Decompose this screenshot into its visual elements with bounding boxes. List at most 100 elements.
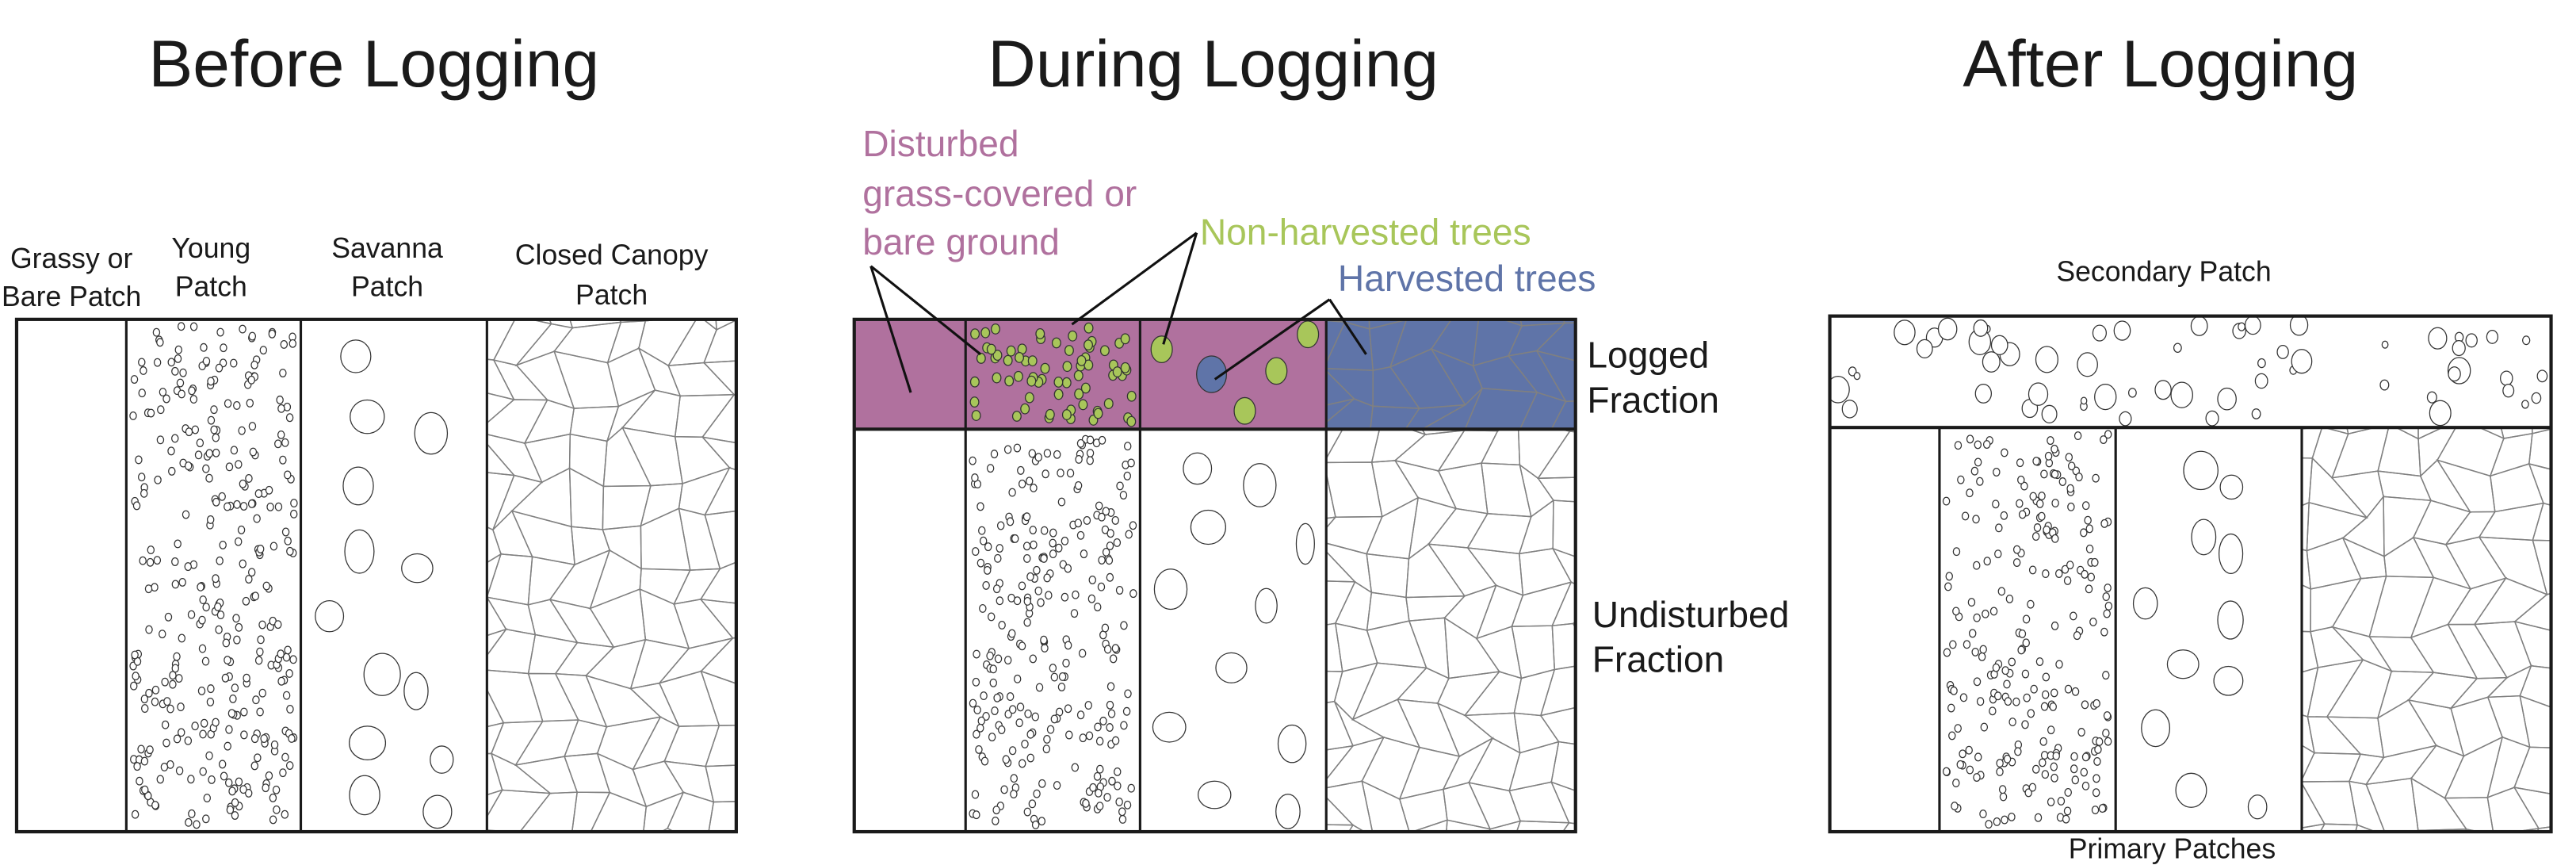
tree-circle <box>171 434 179 443</box>
tree-circle <box>1015 352 1025 363</box>
tree-circle <box>2003 754 2012 764</box>
tree-circle <box>1010 774 1019 783</box>
tree-circle <box>2536 369 2548 383</box>
tree-circle <box>219 540 227 549</box>
tree-circle <box>253 514 261 523</box>
tree-circle <box>280 340 289 349</box>
tree-circle <box>1031 712 1040 721</box>
tree-circle <box>218 492 226 501</box>
tree-circle <box>262 581 270 591</box>
tree-circle <box>273 805 281 814</box>
canopy-fill <box>1326 319 1576 430</box>
savanna-tree <box>1183 452 1213 485</box>
tree-circle <box>233 499 241 509</box>
tree-circle <box>2091 557 2099 567</box>
savanna-tree <box>403 672 429 710</box>
tree-circle <box>257 635 265 645</box>
tree-circle <box>2066 484 2074 493</box>
tree-circle <box>2075 473 2083 482</box>
tree-circle <box>2104 601 2113 610</box>
non-harvested-young-trees <box>969 322 1137 427</box>
tree-circle <box>1025 477 1034 486</box>
canopy-cell <box>1519 392 1567 430</box>
tree-circle <box>1076 530 1085 540</box>
tree-circle <box>1061 536 1069 545</box>
tree-circle <box>980 327 991 339</box>
tree-circle <box>147 408 155 418</box>
tree-circle <box>2085 544 2094 553</box>
canopy-cell <box>1537 431 1576 480</box>
tree-circle <box>971 790 980 799</box>
during-panel-frame <box>852 317 1577 834</box>
tree-circle <box>2028 382 2049 406</box>
tree-circle <box>151 685 160 695</box>
tree-circle <box>969 376 980 388</box>
tree-circle <box>191 721 199 731</box>
tree-circle <box>992 584 1001 594</box>
tree-circle <box>231 798 239 807</box>
tree-circle <box>2077 352 2098 377</box>
tree-circle <box>1028 449 1037 458</box>
tree-circle <box>216 327 224 337</box>
tree-circle <box>1111 736 1120 745</box>
tree-circle <box>215 363 224 373</box>
tree-circle <box>2064 684 2073 694</box>
tree-circle <box>202 357 211 366</box>
tree-circle <box>132 501 141 511</box>
tree-circle <box>205 473 213 483</box>
tree-circle <box>205 449 213 458</box>
tree-circle <box>969 699 977 708</box>
tree-circle <box>184 461 193 471</box>
tree-circle <box>2042 672 2050 682</box>
tree-circle <box>176 378 185 388</box>
tree-circle <box>1098 435 1106 445</box>
tree-circle <box>274 620 282 630</box>
tree-circle <box>2050 469 2059 479</box>
tree-circle <box>1968 629 1977 638</box>
tree-circle <box>1020 403 1030 415</box>
tree-circle <box>167 358 175 367</box>
tree-circle <box>1064 564 1072 573</box>
tree-circle <box>277 676 285 686</box>
tree-circle <box>1064 345 1074 356</box>
tree-circle <box>1978 652 1986 661</box>
tree-circle <box>178 633 186 643</box>
tree-circle <box>1942 767 1951 776</box>
tree-circle <box>281 438 289 447</box>
canopy-cell <box>2302 744 2315 782</box>
tree-circle <box>2008 718 2016 727</box>
tree-circle <box>1086 435 1095 445</box>
tree-circle <box>1040 526 1049 535</box>
tree-circle <box>177 702 185 712</box>
canopy-cell <box>590 791 648 832</box>
canopy-cell <box>1369 832 1411 865</box>
tree-circle <box>1948 731 1956 741</box>
tree-circle <box>212 497 220 507</box>
tree-circle <box>1094 603 1102 612</box>
savanna-tree <box>340 339 372 373</box>
tree-circle <box>1123 442 1132 451</box>
tree-circle <box>1954 724 1962 733</box>
tree-circle <box>1040 362 1050 374</box>
tree-circle <box>969 396 980 408</box>
tree-circle <box>2052 752 2060 760</box>
tree-circle <box>1043 573 1051 583</box>
savanna-patch-undisturbed <box>1152 452 1315 829</box>
tree-circle <box>1085 731 1094 741</box>
tree-circle <box>2080 528 2088 538</box>
tree-circle <box>289 509 298 519</box>
canopy-cell <box>1535 350 1576 403</box>
tree-circle <box>137 744 145 754</box>
title-after-logging: After Logging <box>1963 26 2358 101</box>
tree-circle <box>229 694 237 703</box>
tree-circle <box>1959 749 1966 759</box>
tree-circle <box>1992 663 2001 672</box>
tree-circle <box>2531 392 2542 404</box>
tree-circle <box>1979 645 1987 654</box>
tree-circle <box>2021 669 2030 679</box>
tree-circle <box>1098 556 1106 565</box>
tree-circle <box>1980 722 1989 732</box>
tree-circle <box>989 678 998 687</box>
tree-circle <box>2081 569 2089 579</box>
tree-circle <box>259 346 268 355</box>
